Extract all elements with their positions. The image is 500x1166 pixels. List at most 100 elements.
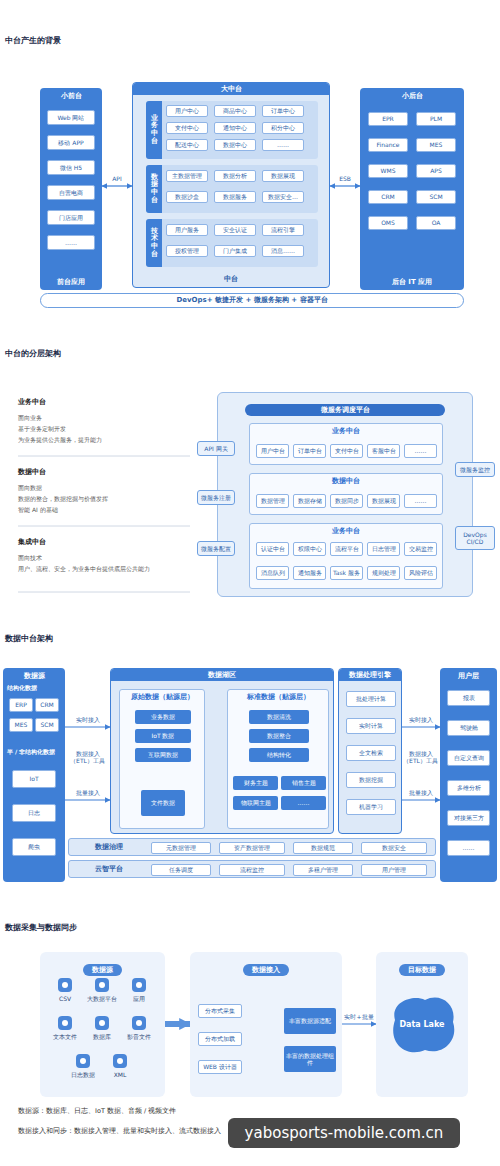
platform-panel: 大中台中台业务中台用户中心商品中心订单中心支付中心通知中心积分中心配送中心数据中…: [132, 82, 330, 288]
lake-fill: [393, 997, 454, 1052]
box-text: 消息队列: [261, 569, 285, 576]
item-box: ……: [281, 796, 326, 810]
item-box: 数据整合: [249, 729, 309, 743]
vertical-text: 数据中台: [151, 174, 158, 205]
box-text: 全文检索: [359, 749, 383, 756]
item-box: OA: [416, 216, 456, 230]
icon-text: CSV: [59, 995, 71, 1002]
item-box: ……: [404, 494, 437, 508]
box-text: 支付中台: [335, 447, 359, 454]
icon-text: 大数据平台: [87, 995, 117, 1002]
box-text: 认证中台: [261, 545, 285, 552]
section-panel: 目标数据Data Lake: [376, 952, 468, 1097]
item-box: CRM: [368, 190, 408, 204]
box-text: 用户中心: [175, 107, 199, 114]
item-box: 数据管理: [256, 494, 289, 508]
box-text: 数据中心: [223, 141, 247, 148]
platform-panel: 数据处理引擎批处理计算实时计算全文检索数据挖掘机器学习: [338, 668, 402, 834]
item-box: 批处理计算: [346, 691, 396, 707]
box-text: SCM: [429, 193, 442, 200]
item-box: 订单中心: [262, 105, 304, 117]
box-text: DevOps+ 敏捷开发 + 微服务架构 + 容器平台: [176, 296, 327, 304]
box-text: 分布式采集: [205, 1007, 235, 1014]
box-text: 数据安全…: [268, 193, 298, 200]
item-box: 安全认证: [214, 224, 256, 236]
box-text: 多维分析: [457, 784, 481, 791]
side-box: 微服务监控: [455, 462, 495, 477]
item-box: MES: [9, 718, 33, 732]
item-box: 多维分析: [447, 780, 490, 796]
footer: 中台: [133, 275, 329, 283]
box-text: EPR: [382, 115, 394, 122]
item-box: ……: [447, 840, 490, 856]
note-text: 为业务提供公共服务，提升能力: [18, 436, 188, 443]
box-text: API 网关: [204, 445, 227, 452]
header: 标准数据（贴源层）: [228, 693, 328, 701]
connector: [402, 799, 440, 800]
item-box: 文件数据: [141, 790, 185, 816]
edge-label: 批量接入: [75, 789, 101, 796]
note-text: 数据的整合，数据挖掘与价值发挥: [18, 495, 188, 502]
note-text: 面向业务: [18, 414, 188, 421]
group-box: 业务中台用户中心商品中心订单中心支付中心通知中心积分中心配送中心数据中心……: [146, 101, 318, 159]
group-area: 结构化数据ERPCRMMESSCM: [7, 684, 61, 744]
item-box: 客服中台: [367, 444, 400, 458]
header-text: 结构化数据: [7, 684, 37, 691]
item-box: SCM: [416, 190, 456, 204]
footer-text: 前台应用: [57, 278, 85, 286]
box-text: IoT 数据: [151, 732, 174, 739]
item-box: 权限中心: [293, 542, 326, 556]
item-box: APS: [416, 164, 456, 178]
header-text: 原始数据（贴源层）: [131, 693, 194, 701]
item-box: PLM: [416, 112, 456, 126]
item-box: Finance: [368, 138, 408, 152]
box-text: 自营电商: [59, 189, 83, 196]
item-box: 爬虫: [12, 838, 56, 856]
separator: [18, 526, 190, 527]
item-box: OMS: [368, 216, 408, 230]
group-box: 业务中台认证中台权限中心流程平台日志管理交易监控消息队列通知服务Task 服务规…: [249, 523, 443, 589]
item-box: MES: [416, 138, 456, 152]
item-box: 移动 APP: [47, 135, 95, 150]
header-text: 数据源: [24, 672, 45, 680]
box-text: Task 服务: [333, 569, 360, 576]
vertical-text: 业务中台: [151, 115, 158, 146]
lake-text: Data Lake: [399, 1020, 444, 1030]
box-text: 财务主题: [244, 779, 268, 786]
header-text: 小前台: [61, 92, 82, 100]
box-text: ……: [65, 239, 77, 246]
header-text: 小后台: [402, 92, 423, 100]
edge-label: API: [111, 175, 123, 182]
vertical-text: 技术中台: [151, 228, 158, 259]
box-text: MES: [15, 721, 28, 728]
source-icon: [95, 1016, 109, 1030]
note-text: 智能 AI 的基础: [18, 506, 188, 513]
item-box: 消息……: [262, 245, 304, 257]
box-text: 消息……: [271, 247, 295, 254]
section-heading: 数据中台架构: [5, 634, 205, 644]
box-text: 授权管理: [175, 247, 199, 254]
box-text: 商品中心: [223, 107, 247, 114]
box-text: 数据存储: [298, 497, 322, 504]
edge-label: 实时+批量: [343, 1013, 374, 1020]
header-text: 数据源: [83, 964, 122, 976]
item-box: Web 网站: [47, 110, 95, 125]
group-box: 业务中台用户中台订单中台支付中台客服中台……: [249, 423, 443, 465]
header: 数据处理引擎: [339, 669, 401, 681]
item-box: 主数据管理: [166, 170, 208, 182]
box-text: 门户集成: [223, 247, 247, 254]
item-box: ERP: [9, 698, 33, 712]
box-text: OA: [432, 219, 441, 226]
item-box: 授权管理: [166, 245, 208, 257]
header-text: 数据湖区: [208, 671, 236, 679]
icon-text: 应用: [133, 995, 145, 1002]
band-text: 数据治理: [95, 843, 123, 851]
item-box: 订单中台: [293, 444, 326, 458]
box-text: 流程监控: [240, 866, 264, 873]
header-text: 数据中台: [332, 477, 360, 485]
connector: [102, 185, 132, 186]
box-text: Web 网站: [58, 114, 85, 121]
band-box: 云智平台任务调度流程监控多租户管理用户管理: [68, 860, 436, 878]
header: 小前台: [40, 92, 102, 100]
header: 业务中台: [250, 527, 442, 535]
